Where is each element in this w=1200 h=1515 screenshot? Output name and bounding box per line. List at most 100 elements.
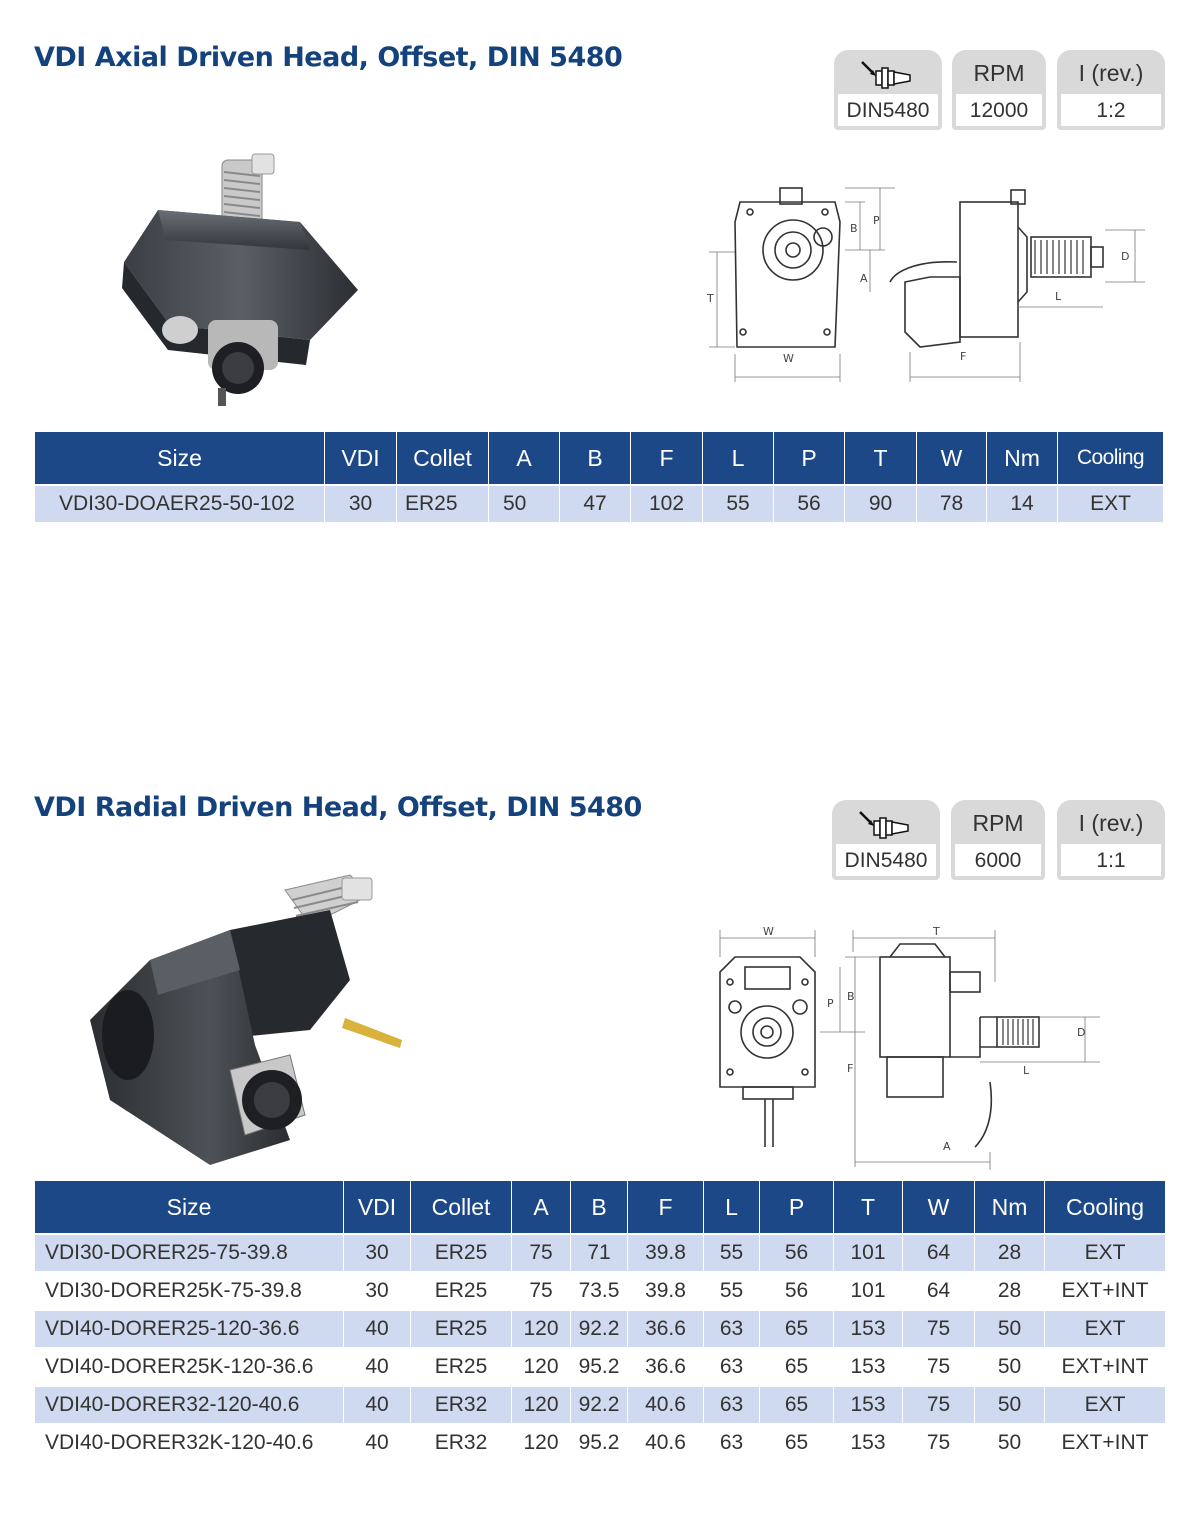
cell-a: 75 [512, 1271, 571, 1309]
dim-label-f: F [847, 1062, 853, 1075]
cell-collet: ER25 [411, 1347, 512, 1385]
cell-collet: ER25 [411, 1309, 512, 1347]
col-header-nm: Nm [987, 432, 1058, 484]
spec-rpm-value: 12000 [956, 94, 1042, 126]
cell-w: 75 [903, 1385, 975, 1423]
table-row: VDI40-DORER32-120-40.6 40 ER32 120 92.2 … [35, 1385, 1165, 1423]
cell-a: 120 [512, 1385, 571, 1423]
cell-p: 56 [760, 1271, 834, 1309]
cell-f: 102 [631, 484, 703, 522]
cell-collet: ER25 [411, 1233, 512, 1271]
cell-cooling: EXT+INT [1045, 1271, 1165, 1309]
spec-ratio-label: I (rev.) [1078, 60, 1144, 86]
spec-shank-axial: DIN5480 [834, 50, 942, 130]
cell-collet: ER32 [411, 1423, 512, 1461]
cell-vdi: 40 [344, 1423, 411, 1461]
col-header-f: F [628, 1181, 704, 1233]
cell-p: 56 [774, 484, 845, 522]
cell-l: 55 [704, 1271, 760, 1309]
col-header-collet: Collet [411, 1181, 512, 1233]
dim-label-t: T [932, 925, 940, 938]
cell-nm: 14 [987, 484, 1058, 522]
col-header-cooling: Cooling [1058, 432, 1163, 484]
col-header-nm: Nm [975, 1181, 1045, 1233]
cell-w: 75 [903, 1309, 975, 1347]
spec-ratio-label: I (rev.) [1078, 810, 1144, 836]
dim-label-w: W [763, 925, 774, 938]
spec-shank-value: DIN5480 [836, 844, 936, 876]
spec-ratio-value: 1:1 [1061, 844, 1161, 876]
spec-ratio-radial: I (rev.) 1:1 [1057, 800, 1165, 880]
cell-b: 47 [560, 484, 631, 522]
dim-label-b: B [850, 222, 858, 235]
spec-rpm-radial: RPM 6000 [951, 800, 1045, 880]
dim-label-p: P [873, 214, 880, 227]
cell-size: VDI40-DORER25K-120-36.6 [35, 1347, 344, 1385]
cell-cooling: EXT [1058, 484, 1163, 522]
col-header-size: Size [35, 1181, 344, 1233]
cell-b: 73.5 [571, 1271, 628, 1309]
spec-rpm-label: RPM [972, 810, 1024, 836]
cell-cooling: EXT+INT [1045, 1423, 1165, 1461]
col-header-cooling: Cooling [1045, 1181, 1165, 1233]
cell-w: 64 [903, 1233, 975, 1271]
section-title-axial: VDI Axial Driven Head, Offset, DIN 5480 [34, 42, 623, 73]
dim-label-f: F [960, 350, 966, 363]
cell-vdi: 40 [344, 1347, 411, 1385]
cell-w: 75 [903, 1347, 975, 1385]
col-header-l: L [703, 432, 774, 484]
cell-cooling: EXT [1045, 1309, 1165, 1347]
table-row: VDI40-DORER25-120-36.6 40 ER25 120 92.2 … [35, 1309, 1165, 1347]
section-title-radial: VDI Radial Driven Head, Offset, DIN 5480 [34, 792, 642, 823]
spec-ratio-axial: I (rev.) 1:2 [1057, 50, 1165, 130]
col-header-vdi: VDI [344, 1181, 411, 1233]
tool-shank-icon [859, 811, 909, 839]
col-header-w: W [903, 1181, 975, 1233]
cell-nm: 50 [975, 1309, 1045, 1347]
cell-size: VDI40-DORER32-120-40.6 [35, 1385, 344, 1423]
cell-f: 39.8 [628, 1233, 704, 1271]
cell-collet: ER32 [411, 1385, 512, 1423]
spec-ratio-value: 1:2 [1061, 94, 1161, 126]
cell-p: 65 [760, 1385, 834, 1423]
col-header-f: F [631, 432, 703, 484]
radial-spec-table: Size VDI Collet A B F L P T W Nm Cooling… [35, 1181, 1165, 1461]
spec-rpm-value: 6000 [955, 844, 1041, 876]
dim-label-p: P [827, 997, 834, 1010]
table-row: VDI40-DORER32K-120-40.6 40 ER32 120 95.2… [35, 1423, 1165, 1461]
cell-nm: 28 [975, 1233, 1045, 1271]
cell-l: 55 [703, 484, 774, 522]
dim-label-d: D [1077, 1026, 1085, 1039]
cell-w: 75 [903, 1423, 975, 1461]
cell-t: 153 [834, 1309, 903, 1347]
dim-label-t: T [706, 292, 714, 305]
col-header-w: W [917, 432, 987, 484]
cell-w: 64 [903, 1271, 975, 1309]
cell-a: 75 [512, 1233, 571, 1271]
cell-nm: 50 [975, 1385, 1045, 1423]
col-header-b: B [560, 432, 631, 484]
axial-head-technical-drawing: W T B P A F L D [706, 187, 1145, 382]
dim-label-l: L [1055, 290, 1062, 303]
cell-b: 92.2 [571, 1309, 628, 1347]
cell-a: 120 [512, 1423, 571, 1461]
col-header-a: A [512, 1181, 571, 1233]
dim-label-d: D [1121, 250, 1129, 263]
table-row: VDI30-DORER25-75-39.8 30 ER25 75 71 39.8… [35, 1233, 1165, 1271]
cell-a: 120 [512, 1347, 571, 1385]
col-header-l: L [704, 1181, 760, 1233]
col-header-a: A [489, 432, 560, 484]
cell-t: 101 [834, 1271, 903, 1309]
table-header-row: Size VDI Collet A B F L P T W Nm Cooling [35, 1181, 1165, 1233]
col-header-p: P [774, 432, 845, 484]
cell-f: 40.6 [628, 1423, 704, 1461]
dim-label-a: A [860, 272, 868, 285]
cell-l: 55 [704, 1233, 760, 1271]
cell-size: VDI30-DOAER25-50-102 [35, 484, 325, 522]
cell-collet: ER25 [397, 484, 489, 522]
cell-l: 63 [704, 1385, 760, 1423]
cell-f: 39.8 [628, 1271, 704, 1309]
cell-cooling: EXT [1045, 1233, 1165, 1271]
cell-collet: ER25 [411, 1271, 512, 1309]
cell-p: 65 [760, 1423, 834, 1461]
